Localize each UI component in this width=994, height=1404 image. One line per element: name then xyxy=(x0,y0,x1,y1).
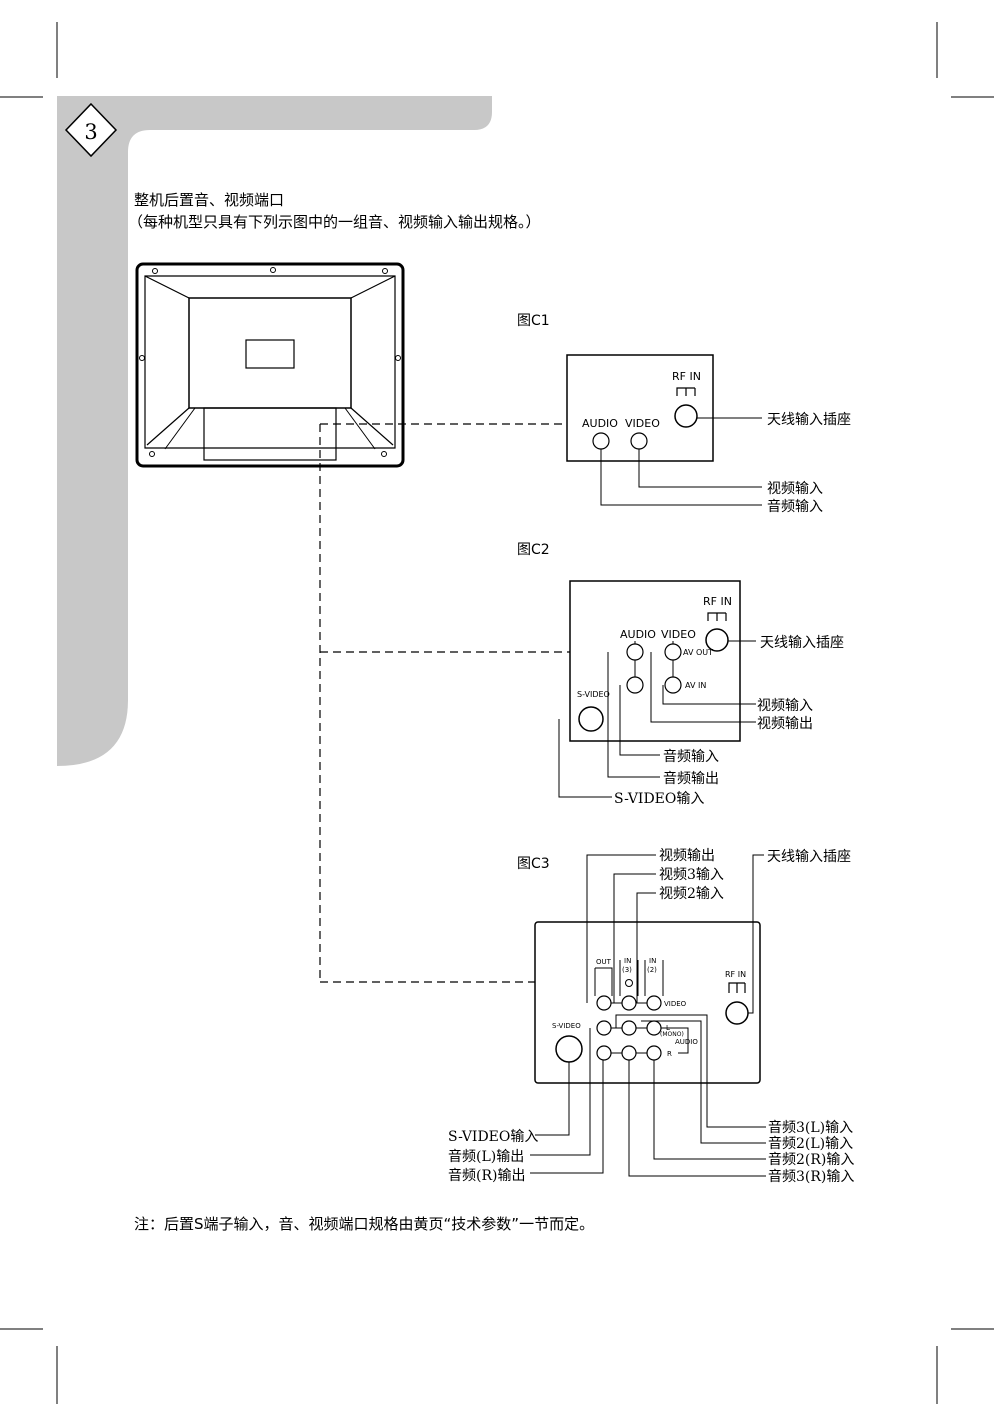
c3-svideo-label: S-VIDEO xyxy=(552,1022,581,1030)
c2-callout-audio-out: 音频输出 xyxy=(663,770,719,787)
page-note: 注：后置S端子输入，音、视频端口规格由黄页“技术参数”一节而定。 xyxy=(134,1215,594,1233)
c1-audio-jack xyxy=(592,432,610,450)
c3-antenna-icon xyxy=(728,982,746,993)
c2-audio-in-jack xyxy=(626,676,644,694)
c2-callout-video-out: 视频输出 xyxy=(757,716,813,732)
c1-antenna-icon xyxy=(676,387,696,396)
c3-callout-audio3l-in: 音频3(L)输入 xyxy=(768,1119,853,1136)
c3-mono-label: (MONO) xyxy=(660,1031,684,1038)
c3-l-label: L xyxy=(666,1024,670,1032)
page-number: 3 xyxy=(84,120,97,144)
c2-video-in-jack xyxy=(664,676,682,694)
c1-audio-label: AUDIO xyxy=(582,417,618,430)
c3-callout-audio-r-out: 音频(R)输出 xyxy=(448,1167,525,1184)
c1-callout-antenna: 天线输入插座 xyxy=(767,412,851,428)
c3-callout-audio-l-out: 音频(L)输出 xyxy=(448,1148,524,1165)
c1-rf-jack xyxy=(674,404,698,428)
c1-title: 图C1 xyxy=(517,313,550,329)
c2-callout-video-in: 视频输入 xyxy=(757,698,813,714)
c3-r-label: R xyxy=(667,1050,672,1058)
c3-out-label: OUT xyxy=(596,958,612,966)
page-subheading: （每种机型只具有下列示图中的一组音、视频输入输出规格。） xyxy=(128,213,541,231)
c2-callout-audio-in: 音频输入 xyxy=(663,748,719,765)
c3-rf-label: RF IN xyxy=(725,970,746,979)
c3-callout-antenna: 天线输入插座 xyxy=(767,849,851,865)
page-heading: 整机后置音、视频端口 xyxy=(134,191,284,209)
c2-audio-label: AUDIO xyxy=(620,628,656,641)
c2-video-out-jack xyxy=(664,643,682,661)
c3-in2-label: IN xyxy=(649,957,656,965)
c3-in3-num: (3) xyxy=(622,966,632,974)
c2-rf-label: RF IN xyxy=(703,595,732,608)
c3-audio-r-in2-jack xyxy=(646,1045,662,1061)
c2-avin-label: AV IN xyxy=(685,681,706,690)
c1-callout-video-in: 视频输入 xyxy=(767,481,823,497)
c3-callout-audio2r-in: 音频2(R)输入 xyxy=(768,1151,854,1168)
c1-video-label: VIDEO xyxy=(625,417,660,430)
c3-rf-jack xyxy=(725,1001,749,1025)
c2-avout-label: AV OUT xyxy=(683,648,713,657)
c3-audio-r-out-jack xyxy=(596,1045,612,1061)
c1-panel xyxy=(566,354,762,506)
tv-rear-view xyxy=(135,262,405,468)
crop-marks xyxy=(0,22,994,1404)
c2-title: 图C2 xyxy=(517,542,550,558)
c1-video-jack xyxy=(630,432,648,450)
c2-callout-antenna: 天线输入插座 xyxy=(760,635,844,651)
c3-video-in2-jack xyxy=(646,995,662,1011)
c3-callout-svideo-in: S-VIDEO输入 xyxy=(448,1129,538,1145)
c3-in2-num: (2) xyxy=(647,966,657,974)
c3-audio-r-in3-jack xyxy=(621,1045,637,1061)
c3-audio-label: AUDIO xyxy=(675,1038,698,1046)
c3-panel xyxy=(530,854,766,1177)
c2-svideo-label: S-VIDEO xyxy=(577,690,610,699)
c2-antenna-icon xyxy=(707,612,727,621)
c3-video-label: VIDEO xyxy=(664,1000,687,1008)
c3-callout-audio2l-in: 音频2(L)输入 xyxy=(768,1135,853,1152)
c2-audio-out-jack xyxy=(626,643,644,661)
c3-callout-audio3r-in: 音频3(R)输入 xyxy=(768,1168,854,1185)
c3-video-in3-jack xyxy=(621,995,637,1011)
c1-rf-label: RF IN xyxy=(672,370,701,383)
page-number-diamond xyxy=(64,102,118,158)
c2-video-label: VIDEO xyxy=(661,628,696,641)
c2-callout-svideo-in: S-VIDEO输入 xyxy=(614,791,704,807)
c1-callout-audio-in: 音频输入 xyxy=(767,498,823,515)
c3-callout-video2-in: 视频2输入 xyxy=(659,886,724,902)
c2-svideo-jack xyxy=(578,706,604,732)
c3-callout-video3-in: 视频3输入 xyxy=(659,867,724,883)
c3-svideo-jack xyxy=(555,1035,583,1063)
c3-in3-label: IN xyxy=(624,957,631,965)
page-tab-band xyxy=(57,96,492,766)
c3-video-out-jack xyxy=(596,995,612,1011)
c3-title: 图C3 xyxy=(517,856,550,872)
dashed-connectors xyxy=(319,423,570,983)
c3-audio-l-out-jack xyxy=(596,1020,612,1036)
c3-callout-video-out: 视频输出 xyxy=(659,848,715,864)
c2-rf-jack xyxy=(705,628,729,652)
c3-audio-l-in3-jack xyxy=(621,1020,637,1036)
c3-audio-l-in2-jack xyxy=(646,1020,662,1036)
c2-panel xyxy=(558,580,756,798)
